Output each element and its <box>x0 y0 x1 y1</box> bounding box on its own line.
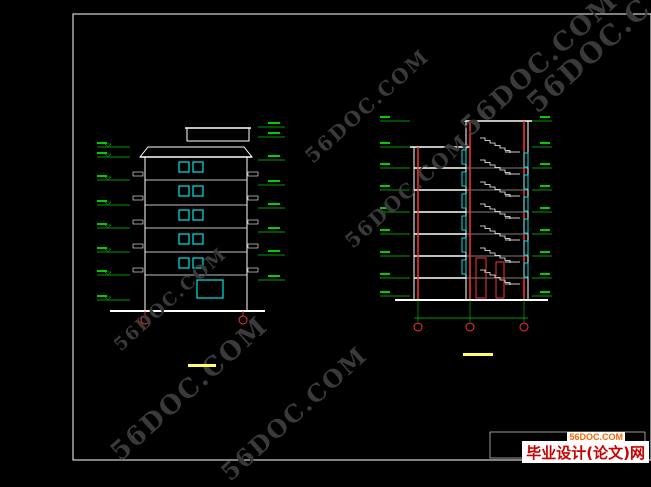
level-text <box>540 116 550 118</box>
balcony <box>132 219 144 225</box>
level-triangle <box>104 176 112 181</box>
roof-cornice <box>138 146 254 158</box>
front-elevation <box>97 122 285 325</box>
level-text <box>268 250 280 252</box>
brand-text: 毕业设计(论文)网 <box>526 443 645 462</box>
balcony <box>132 171 144 177</box>
stair-flight <box>480 159 511 175</box>
axis-bubble <box>519 322 529 332</box>
window <box>461 193 467 209</box>
stair-flight <box>480 247 511 263</box>
window <box>192 161 204 173</box>
window <box>523 152 529 168</box>
level-text <box>380 291 390 293</box>
level-triangle <box>104 143 112 148</box>
level-text <box>97 152 107 154</box>
drawing-frame <box>72 13 651 461</box>
window <box>461 237 467 253</box>
level-text <box>268 203 280 205</box>
level-text <box>380 163 390 165</box>
level-text <box>268 227 280 229</box>
level-text <box>380 185 390 187</box>
window <box>461 215 467 231</box>
level-text <box>268 180 280 182</box>
axis-bubble <box>465 322 475 332</box>
elevation-title <box>188 364 216 367</box>
level-text <box>268 275 280 277</box>
entrance-detail <box>495 261 505 299</box>
window <box>178 185 190 197</box>
level-text <box>380 273 390 275</box>
section-1-1 <box>380 116 552 332</box>
window <box>192 257 204 269</box>
level-text <box>380 207 390 209</box>
entrance-door <box>196 279 224 299</box>
level-text <box>540 251 550 253</box>
level-triangle <box>104 271 112 276</box>
level-triangle <box>104 153 112 158</box>
level-triangle <box>104 296 112 301</box>
site-brand: 56DOC.COM 毕业设计(论文)网 <box>522 432 649 463</box>
section-title <box>463 353 493 356</box>
window <box>192 185 204 197</box>
level-text <box>268 132 280 134</box>
balcony <box>132 267 144 273</box>
level-text <box>97 295 107 297</box>
balcony <box>247 171 259 177</box>
level-text <box>97 223 107 225</box>
level-text <box>540 142 550 144</box>
level-triangle <box>104 201 112 206</box>
balcony <box>247 243 259 249</box>
window <box>192 209 204 221</box>
level-text <box>97 270 107 272</box>
axis-bubble <box>413 322 423 332</box>
window <box>178 161 190 173</box>
window <box>523 218 529 234</box>
window <box>523 262 529 278</box>
roof-tower <box>186 127 250 142</box>
level-text <box>97 142 107 144</box>
level-triangle <box>104 224 112 229</box>
window <box>178 233 190 245</box>
level-text <box>540 207 550 209</box>
level-text <box>97 200 107 202</box>
brand-logo: 56DOC.COM <box>567 432 625 442</box>
balcony <box>247 267 259 273</box>
window <box>178 209 190 221</box>
stair-flight <box>480 181 511 197</box>
level-text <box>540 273 550 275</box>
level-text <box>540 163 550 165</box>
level-text <box>97 247 107 249</box>
window <box>461 259 467 275</box>
level-text <box>540 229 550 231</box>
entrance-detail <box>475 257 487 299</box>
stair-flight <box>480 137 511 153</box>
level-text <box>380 251 390 253</box>
cad-drawing-canvas <box>72 13 651 461</box>
level-text <box>380 116 390 118</box>
balcony <box>247 195 259 201</box>
level-triangle <box>104 248 112 253</box>
window <box>461 171 467 187</box>
level-text <box>540 185 550 187</box>
level-text <box>540 291 550 293</box>
level-text <box>268 122 280 124</box>
level-text <box>380 142 390 144</box>
window <box>192 233 204 245</box>
stair-tower-outline <box>465 120 529 301</box>
window <box>178 257 190 269</box>
window <box>523 174 529 190</box>
balcony <box>132 195 144 201</box>
window <box>523 196 529 212</box>
level-text <box>268 155 280 157</box>
balcony <box>247 219 259 225</box>
stair-flight <box>480 203 511 219</box>
level-text <box>97 175 107 177</box>
balcony <box>132 243 144 249</box>
stair-flight <box>480 225 511 241</box>
window <box>523 240 529 256</box>
window <box>461 149 467 165</box>
stair-flight <box>480 269 511 285</box>
level-text <box>380 229 390 231</box>
